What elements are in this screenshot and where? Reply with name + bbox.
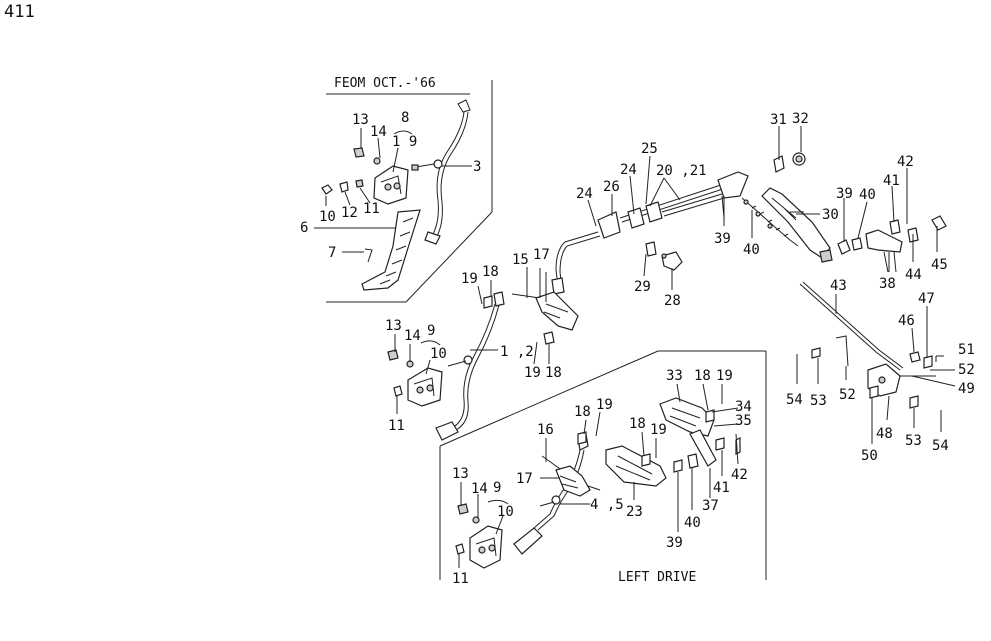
callout: 34 (735, 399, 752, 415)
callout: 39 (836, 186, 853, 202)
callout: 11 (452, 571, 469, 587)
callout: 35 (735, 413, 752, 429)
callout: 52 (839, 387, 856, 403)
callout: 40 (684, 515, 701, 531)
callout: 41 (883, 173, 900, 189)
callout: 24 (620, 162, 637, 178)
callout: 14 (370, 124, 387, 140)
callout: 39 (714, 231, 731, 247)
callout: 3 (473, 159, 481, 175)
callout: 19 (650, 422, 667, 438)
callout: 48 (876, 426, 893, 442)
callout: 40 (859, 187, 876, 203)
callout: 45 (931, 257, 948, 273)
callout: 9 (493, 480, 501, 496)
callout: 13 (352, 112, 369, 128)
callout: 8 (401, 110, 409, 126)
callout: 12 (341, 205, 358, 221)
callout: 50 (861, 448, 878, 464)
callout: 15 (512, 252, 529, 268)
callout: 38 (879, 276, 896, 292)
callout: 20 ,21 (656, 163, 707, 179)
inset-bottom: LEFT DRIVE (439, 350, 767, 585)
callout: 29 (634, 279, 651, 295)
callout: 40 (743, 242, 760, 258)
callout: 39 (666, 535, 683, 551)
callout: 24 (576, 186, 593, 202)
callout: 16 (537, 422, 554, 438)
callout: 37 (702, 498, 719, 514)
callout: 18 (629, 416, 646, 432)
callout: 54 (786, 392, 803, 408)
callout: 54 (932, 438, 949, 454)
callout: 1 ,2 (500, 344, 534, 360)
callout: 43 (830, 278, 847, 294)
callout: 19 (716, 368, 733, 384)
callout: 30 (822, 207, 839, 223)
callout: 4 ,5 (590, 497, 624, 513)
callout: 6 (300, 220, 308, 236)
callout: 51 (958, 342, 975, 358)
callout: 42 (897, 154, 914, 170)
callout: 18 (574, 404, 591, 420)
callout: 10 (497, 504, 514, 520)
callout: 17 (516, 471, 533, 487)
callout: 10 (430, 346, 447, 362)
callout: 53 (905, 433, 922, 449)
callout: 52 (958, 362, 975, 378)
callout: 19 (461, 271, 478, 287)
page-number: 411 (4, 2, 35, 22)
callout: 44 (905, 267, 922, 283)
callout: 18 (694, 368, 711, 384)
main-linkage (387, 126, 956, 444)
callout: 33 (666, 368, 683, 384)
inset-top-title: FEOM OCT.-'66 (334, 76, 436, 91)
callout: 25 (641, 141, 658, 157)
callout: 26 (603, 179, 620, 195)
inset-bottom-title: LEFT DRIVE (618, 570, 696, 585)
callout: 14 (404, 328, 421, 344)
callout: 9 (427, 323, 435, 339)
callout: 53 (810, 393, 827, 409)
callout: 31 (770, 112, 787, 128)
callout: 13 (452, 466, 469, 482)
callout: 23 (626, 504, 643, 520)
callout: 42 (731, 467, 748, 483)
callout: 11 (363, 201, 380, 217)
callout: 19 (596, 397, 613, 413)
callout: 41 (713, 480, 730, 496)
callout: 18 (482, 264, 499, 280)
callout: 1 9 (392, 134, 417, 150)
callout: 17 (533, 247, 550, 263)
callout-labels: 13 8 14 1 9 3 10 12 11 6 7 31 32 42 41 3… (300, 110, 975, 587)
callout: 32 (792, 111, 809, 127)
callout: 46 (898, 313, 915, 329)
callout: 14 (471, 481, 488, 497)
callout: 19 (524, 365, 541, 381)
callout: 18 (545, 365, 562, 381)
callout: 7 (328, 245, 336, 261)
inset-top: FEOM OCT.-'66 (314, 76, 493, 303)
callout: 13 (385, 318, 402, 334)
callout: 11 (388, 418, 405, 434)
callout: 10 (319, 209, 336, 225)
callout: 47 (918, 291, 935, 307)
callout: 49 (958, 381, 975, 397)
callout: 28 (664, 293, 681, 309)
